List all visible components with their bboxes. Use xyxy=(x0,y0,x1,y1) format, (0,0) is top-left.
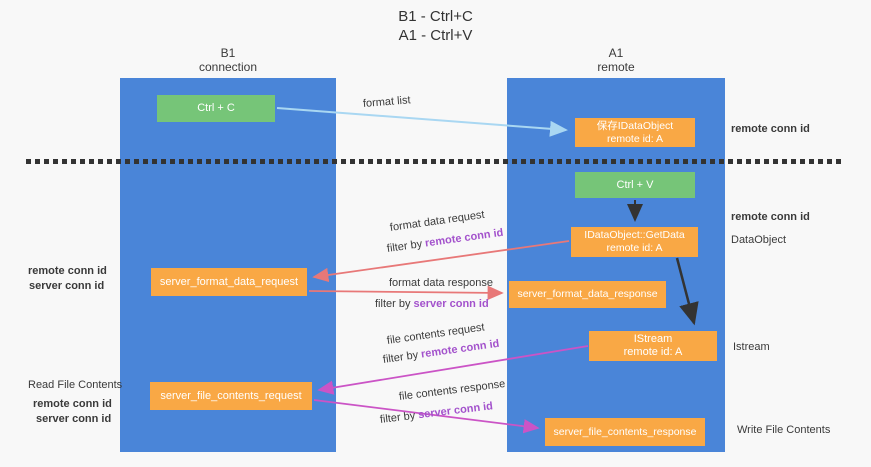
remote-conn-id-key: remote conn id xyxy=(424,226,505,250)
right-remote-conn-id-mid-label: remote conn id xyxy=(731,211,810,223)
file-contents-response-filter-label: filter by server conn id xyxy=(379,400,493,426)
server-format-data-response-label: server_format_data_response xyxy=(517,288,658,300)
session-separator-line xyxy=(26,159,841,164)
istream-line2: remote id: A xyxy=(623,346,683,358)
idataobject-getdata-box: IDataObject::GetData remote id: A xyxy=(571,227,698,257)
server-file-contents-request-label: server_file_contents_request xyxy=(160,389,302,402)
istream-side-label: Istream xyxy=(733,341,770,353)
lane-a1-subtitle: remote xyxy=(597,60,635,74)
getdata-line2: remote id: A xyxy=(606,242,663,254)
left-server-conn-id-top-label: server conn id xyxy=(29,280,105,292)
title-line-1: B1 - Ctrl+C xyxy=(398,8,473,25)
save-idataobject-line2: remote id: A xyxy=(606,132,664,145)
lane-b1-name: B1 xyxy=(220,46,236,60)
save-idataobject-box: 保存IDataObject remote id: A xyxy=(575,118,695,147)
left-remote-conn-id-top-label: remote conn id xyxy=(28,265,107,277)
server-format-data-response-box: server_format_data_response xyxy=(509,281,666,308)
lane-header-a1: A1 remote xyxy=(507,46,725,74)
lane-header-b1: B1 connection xyxy=(120,46,336,74)
server-file-contents-request-box: server_file_contents_request xyxy=(150,382,312,410)
istream-line1: IStream xyxy=(633,333,673,345)
title-line-2: A1 - Ctrl+V xyxy=(398,27,473,44)
server-conn-id-key: server conn id xyxy=(413,298,489,310)
format-data-response-arrow xyxy=(308,285,504,301)
filter-by-prefix: filter by xyxy=(386,237,426,255)
istream-box: IStream remote id: A xyxy=(589,331,717,361)
server-conn-id-key: server conn id xyxy=(417,400,494,422)
server-file-contents-response-box: server_file_contents_response xyxy=(545,418,705,446)
left-remote-conn-id-bottom-label: remote conn id xyxy=(33,398,112,410)
server-file-contents-response-label: server_file_contents_response xyxy=(553,425,697,438)
format-data-response-label: format data response xyxy=(389,277,493,289)
ctrl-c-label: Ctrl + C xyxy=(197,102,235,114)
format-data-response-filter-label: filter by server conn id xyxy=(375,298,489,310)
filter-by-prefix: filter by xyxy=(379,409,419,426)
left-server-conn-id-bottom-label: server conn id xyxy=(36,413,112,425)
diagram-title: B1 - Ctrl+C A1 - Ctrl+V xyxy=(0,7,871,45)
server-format-data-request-label: server_format_data_request xyxy=(159,275,299,288)
format-list-label: format list xyxy=(362,94,412,110)
save-idataobject-line1: 保存IDataObject xyxy=(596,119,674,132)
filter-by-prefix: filter by xyxy=(382,348,422,366)
read-file-contents-label: Read File Contents xyxy=(28,379,123,391)
ctrl-v-box: Ctrl + V xyxy=(575,172,695,198)
right-remote-conn-id-top-label: remote conn id xyxy=(731,123,810,135)
filter-by-prefix: filter by xyxy=(375,298,414,310)
remote-conn-id-key: remote conn id xyxy=(420,337,501,361)
getdata-line1: IDataObject::GetData xyxy=(584,229,685,241)
dataobject-label: DataObject xyxy=(731,234,787,246)
lane-a1-name: A1 xyxy=(608,46,624,60)
lane-b1-subtitle: connection xyxy=(198,60,258,74)
file-contents-response-label: file contents response xyxy=(398,378,506,403)
server-format-data-request-box: server_format_data_request xyxy=(151,268,307,296)
ctrl-c-box: Ctrl + C xyxy=(157,95,275,122)
write-file-contents-label: Write File Contents xyxy=(737,424,831,436)
ctrl-v-label: Ctrl + V xyxy=(616,178,654,191)
